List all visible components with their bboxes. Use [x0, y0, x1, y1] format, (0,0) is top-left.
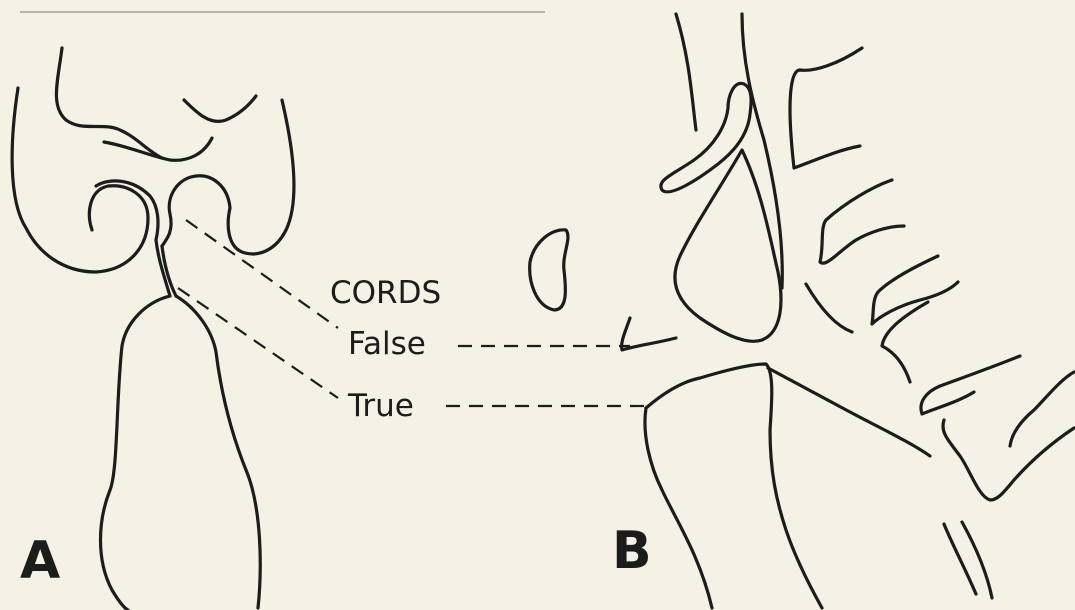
panel-a-right-false-cord [162, 176, 230, 246]
panel-a-drawing [12, 48, 294, 610]
true-cord-label: True [347, 388, 414, 424]
panel-b-drawing [530, 14, 1074, 608]
panel-b-finger [661, 83, 751, 191]
panel-a-right-wall [228, 100, 294, 254]
panel-b-trachea-front [645, 408, 712, 608]
leader-lines [178, 220, 648, 406]
panel-a-label: A [20, 531, 60, 591]
false-cord-label: False [348, 326, 426, 362]
panel-b-left-tall-stroke [676, 14, 696, 130]
cords-heading: CORDS [330, 275, 441, 311]
panel-a-upper-fold-mid [104, 138, 212, 160]
panel-b-lower-wall [768, 368, 930, 456]
panel-b-label: B [612, 521, 652, 581]
panel-b-true-cord-fold [646, 364, 822, 608]
panel-b-bottom-stroke-2 [962, 522, 992, 598]
panel-a-left-wall [12, 88, 148, 272]
leader-a-true [178, 288, 338, 398]
panel-a-upper-fold-right [184, 96, 256, 121]
panel-b-vestibule [675, 150, 781, 341]
panel-b-right-tall-stroke [742, 14, 782, 288]
panel-b-inner-curve [806, 284, 852, 332]
panel-a-left-false-cord [89, 186, 148, 230]
panel-b-upper-right-block [790, 48, 862, 168]
panel-b-stair-4 [943, 420, 1074, 500]
leader-a-false [186, 220, 338, 328]
panel-b-small-island [530, 230, 568, 310]
panel-b-mid-right-block [820, 180, 904, 263]
panel-a-left-lower-wall [101, 296, 171, 610]
panel-b-stair-1 [872, 256, 958, 324]
panel-b-stair-3 [921, 356, 1020, 414]
panel-b-bottom-stroke [944, 524, 976, 594]
panel-a-right-lower-wall [176, 296, 260, 608]
